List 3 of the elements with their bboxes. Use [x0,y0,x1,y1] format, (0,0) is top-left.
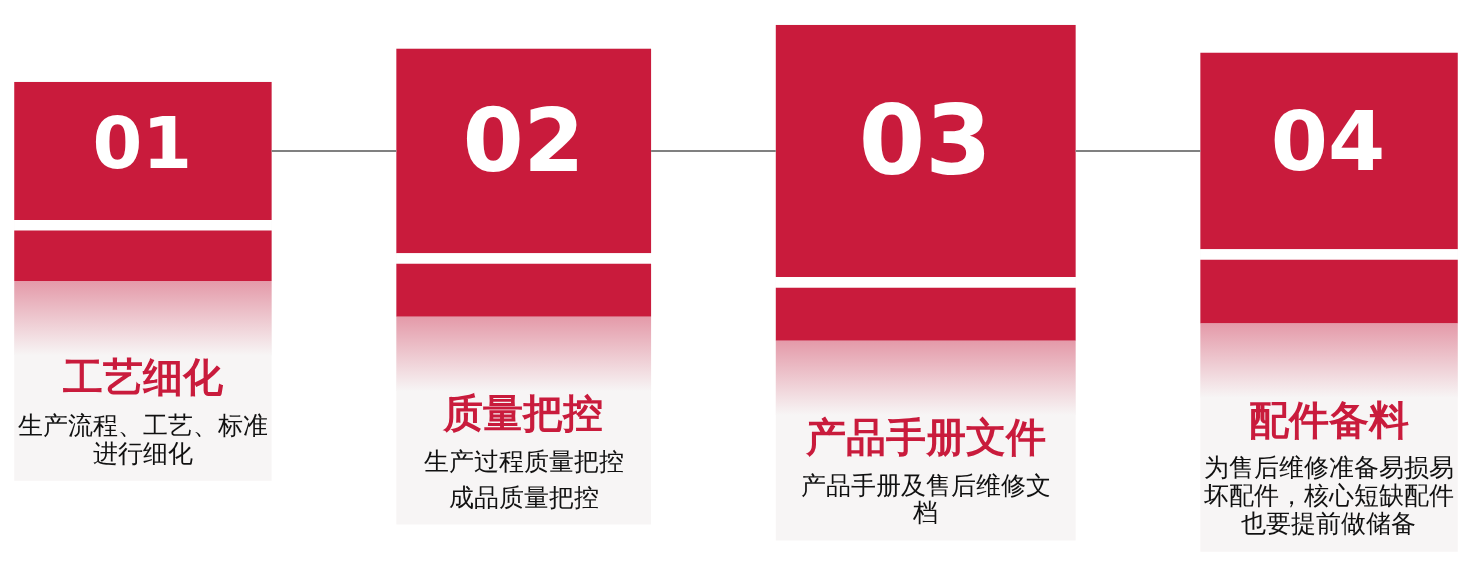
connector [651,149,776,153]
connector [1075,149,1201,153]
connector [271,149,397,153]
